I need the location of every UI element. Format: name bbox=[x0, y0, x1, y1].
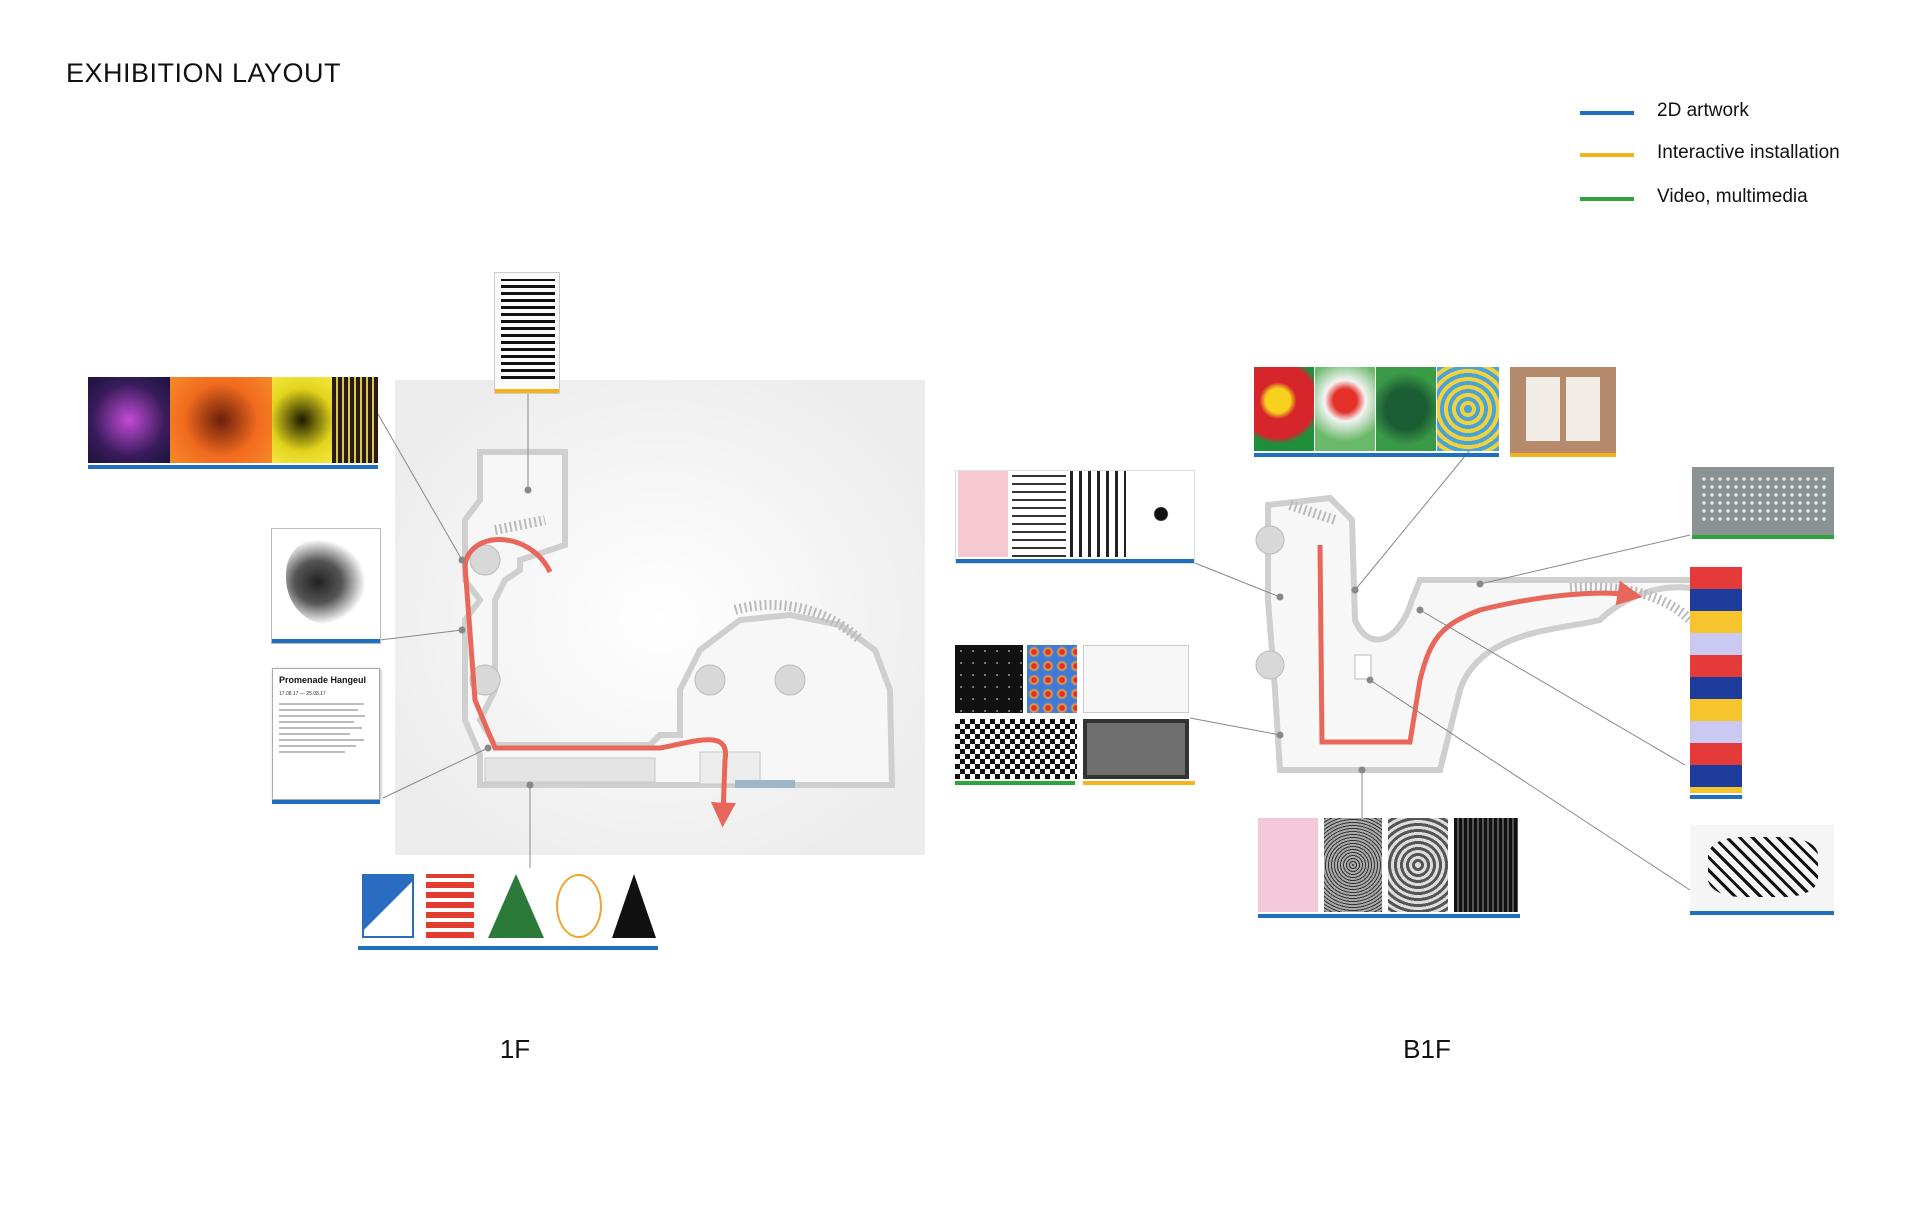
artwork-hangeul-type-poster bbox=[494, 272, 560, 394]
legend-label: 2D artwork bbox=[1657, 100, 1749, 121]
legend-swatch bbox=[1580, 153, 1634, 157]
artwork-type-bar bbox=[1510, 453, 1616, 457]
artwork-type-bar bbox=[1083, 781, 1195, 785]
artwork-type-bar bbox=[88, 465, 378, 469]
legend-label: Video, multimedia bbox=[1657, 186, 1808, 207]
artwork-framed-panels bbox=[1510, 367, 1616, 457]
route-b1f bbox=[1317, 544, 1643, 745]
legend-label: Interactive installation bbox=[1657, 142, 1840, 163]
legend-swatch bbox=[1580, 111, 1634, 115]
legend-item-interactive-installation: Interactive installation bbox=[1580, 142, 1900, 166]
plan-b1f-details bbox=[1255, 500, 1694, 680]
route-1f bbox=[462, 537, 736, 828]
legend-swatch bbox=[1580, 197, 1634, 201]
info-card: Promenade Hangeul 17.08.17 — 25.08.17 bbox=[272, 668, 380, 800]
info-card-title: Promenade Hangeul bbox=[279, 675, 367, 685]
floor-label-1f: 1F bbox=[499, 1034, 531, 1064]
artwork-ink-illustration bbox=[1690, 825, 1834, 915]
artwork-type-bar bbox=[1692, 535, 1834, 539]
artwork-type-bar bbox=[955, 781, 1075, 785]
artwork-typography-posters bbox=[955, 470, 1195, 564]
artwork-pattern-grid bbox=[955, 645, 1195, 785]
artwork-type-bar bbox=[272, 800, 380, 804]
leader-lines bbox=[377, 392, 1691, 891]
artwork-character-icons bbox=[358, 870, 658, 950]
plan-1f-details bbox=[469, 515, 864, 788]
artwork-type-bar bbox=[1254, 453, 1499, 457]
legend-item-2d-artwork: 2D artwork bbox=[1580, 100, 1900, 124]
artwork-type-bar bbox=[1258, 914, 1520, 918]
artwork-info-card-bar bbox=[272, 800, 380, 804]
artwork-flower-prints bbox=[1254, 367, 1499, 457]
artwork-type-bar bbox=[358, 946, 658, 950]
plan-b1f-walls bbox=[1265, 494, 1703, 773]
page-title: EXHIBITION LAYOUT bbox=[66, 58, 342, 88]
artwork-geometric-banner bbox=[1690, 567, 1742, 799]
info-card-text-lines bbox=[279, 703, 373, 753]
artwork-map-illustration bbox=[271, 528, 381, 644]
legend-item-video-multimedia: Video, multimedia bbox=[1580, 186, 1900, 210]
info-card-dates: 17.08.17 — 25.08.17 bbox=[279, 691, 326, 697]
artwork-type-bar bbox=[1690, 911, 1834, 915]
artwork-symmetry-posters bbox=[88, 377, 378, 469]
artwork-type-bar bbox=[495, 389, 559, 393]
artwork-noise-posters bbox=[1258, 818, 1520, 918]
artwork-type-bar bbox=[1690, 795, 1742, 799]
artwork-type-bar bbox=[956, 559, 1194, 563]
floor-label-b1f: B1F bbox=[1403, 1034, 1451, 1064]
artwork-dot-panel bbox=[1692, 467, 1834, 539]
artwork-type-bar bbox=[272, 639, 380, 643]
